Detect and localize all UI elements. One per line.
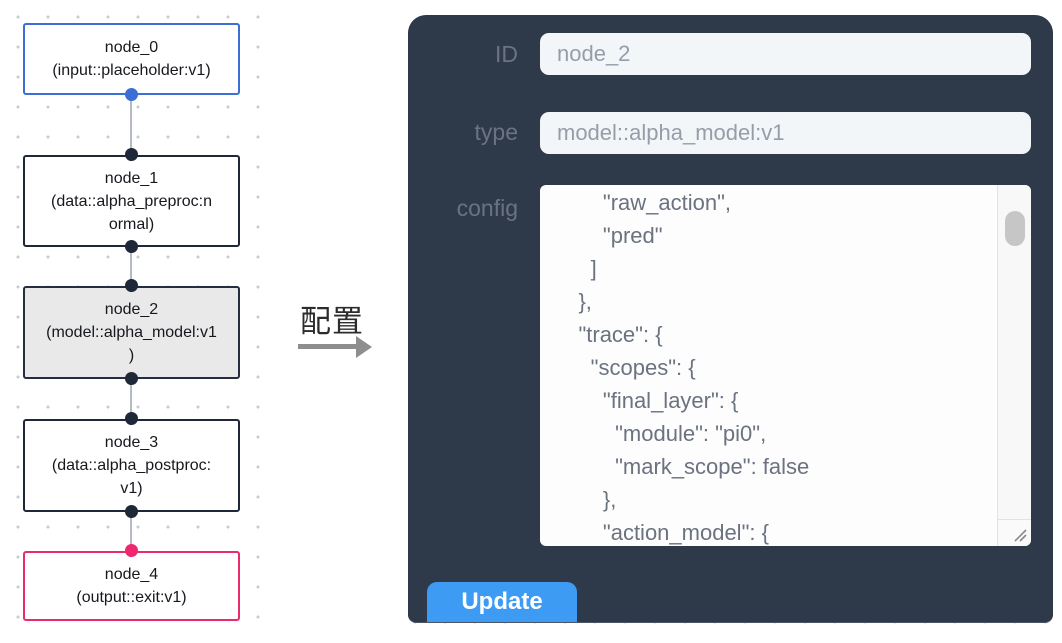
right-arrow-head-icon [356,336,372,358]
type-field-label: type [474,119,518,145]
edge-node2-node3[interactable] [130,379,132,419]
config-scrollbar-track[interactable] [997,185,1031,519]
edge-node3-node4[interactable] [130,512,132,551]
resize-handle-icon [1014,529,1027,542]
configure-annotation: 配置 [283,296,398,366]
config-scrollbar-thumb[interactable] [1005,211,1025,246]
port-node2-top[interactable] [125,279,138,292]
port-node3-bottom[interactable] [125,505,138,518]
port-node4-top[interactable] [125,544,138,557]
config-field-label: config [456,195,518,221]
port-node2-bottom[interactable] [125,372,138,385]
config-textarea[interactable]: "raw_action", "pred" ] }, "trace": { "sc… [540,185,1031,546]
configure-label: 配置 [300,304,364,339]
node-label: node_3 (data::alpha_postproc: v1) [51,434,212,497]
right-arrow-icon [298,344,356,349]
inspector-canvas: ID type config "raw_action", "pred" ] },… [393,0,1062,643]
config-resize-corner[interactable] [997,519,1031,546]
config-json-text: "raw_action", "pred" ] }, "trace": { "sc… [578,190,810,545]
update-button[interactable]: Update [427,582,577,622]
node-label: node_1 (data::alpha_preproc:n ormal) [51,169,212,233]
type-input[interactable] [540,112,1031,154]
port-node1-top[interactable] [125,148,138,161]
node-label: node_0 (input::placeholder:v1) [52,39,211,79]
id-field-label: ID [495,41,518,67]
flow-node-node_1[interactable]: node_1 (data::alpha_preproc:n ormal) [23,155,240,247]
flow-node-node_4[interactable]: node_4 (output::exit:v1) [23,551,240,621]
edge-node1-node2[interactable] [130,247,132,286]
port-node0-bottom[interactable] [125,88,138,101]
edge-node0-node1[interactable] [130,95,132,155]
id-input[interactable] [540,33,1031,75]
flow-node-node_2-selected[interactable]: node_2 (model::alpha_model:v1 ) [23,286,240,379]
port-node3-top[interactable] [125,412,138,425]
port-node1-bottom[interactable] [125,240,138,253]
flow-node-node_3[interactable]: node_3 (data::alpha_postproc: v1) [23,419,240,512]
flow-canvas: node_0 (input::placeholder:v1) node_1 (d… [0,0,268,643]
node-label: node_4 (output::exit:v1) [76,566,187,606]
node-inspector-panel: ID type config "raw_action", "pred" ] },… [408,15,1053,622]
node-label: node_2 (model::alpha_model:v1 ) [46,301,217,364]
flow-node-node_0[interactable]: node_0 (input::placeholder:v1) [23,23,240,95]
